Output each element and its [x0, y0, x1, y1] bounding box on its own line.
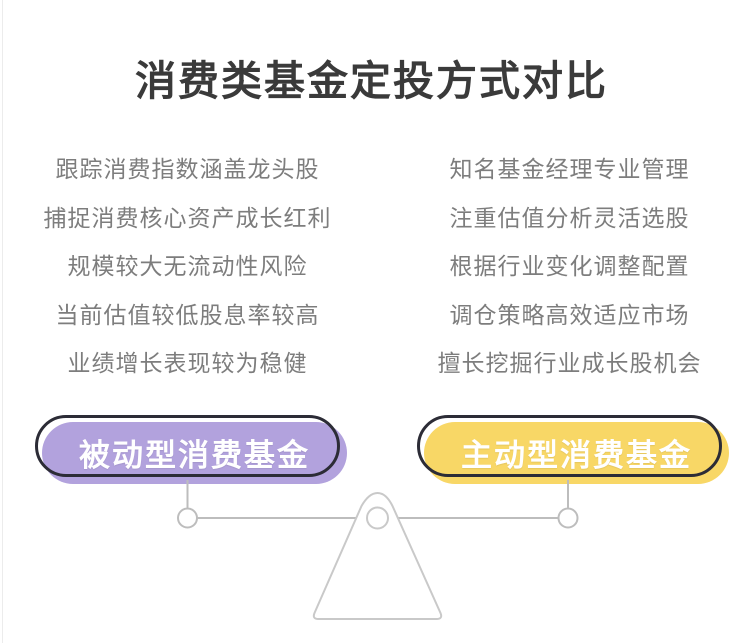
page-title: 消费类基金定投方式对比 [135, 58, 608, 105]
active-fund-badge: 主动型消费基金 [417, 415, 729, 484]
list-item: 捕捉消费核心资产成长红利 [43, 204, 332, 231]
passive-fund-badge-label: 被动型消费基金 [79, 437, 310, 473]
passive-fund-badge-fill [42, 422, 347, 484]
passive-fund-badge: 被动型消费基金 [35, 415, 347, 484]
passive-fund-feature-list: 跟踪消费指数涵盖龙头股 捕捉消费核心资产成长红利 规模较大无流动性风险 当前估值… [16, 153, 359, 381]
list-item: 当前估值较低股息率较高 [55, 301, 320, 328]
active-fund-badge-outline [417, 415, 722, 477]
active-fund-feature-list: 知名基金经理专业管理 注重估值分析灵活选股 根据行业变化调整配置 调仓策略高效适… [398, 153, 741, 381]
list-item: 注重估值分析灵活选股 [449, 204, 690, 231]
list-item: 擅长挖掘行业成长股机会 [437, 350, 702, 376]
list-item: 跟踪消费指数涵盖龙头股 [55, 156, 320, 182]
balance-scale-icon [177, 480, 579, 620]
passive-fund-badge-outline [35, 415, 340, 477]
list-item: 规模较大无流动性风险 [67, 253, 308, 279]
active-fund-badge-fill [424, 422, 729, 484]
list-item: 知名基金经理专业管理 [449, 156, 690, 182]
list-item: 根据行业变化调整配置 [449, 253, 690, 279]
list-item: 业绩增长表现较为稳健 [67, 350, 308, 376]
active-fund-badge-label: 主动型消费基金 [461, 437, 692, 473]
page-left-edge-line [2, 0, 3, 643]
list-item: 调仓策略高效适应市场 [449, 301, 690, 328]
